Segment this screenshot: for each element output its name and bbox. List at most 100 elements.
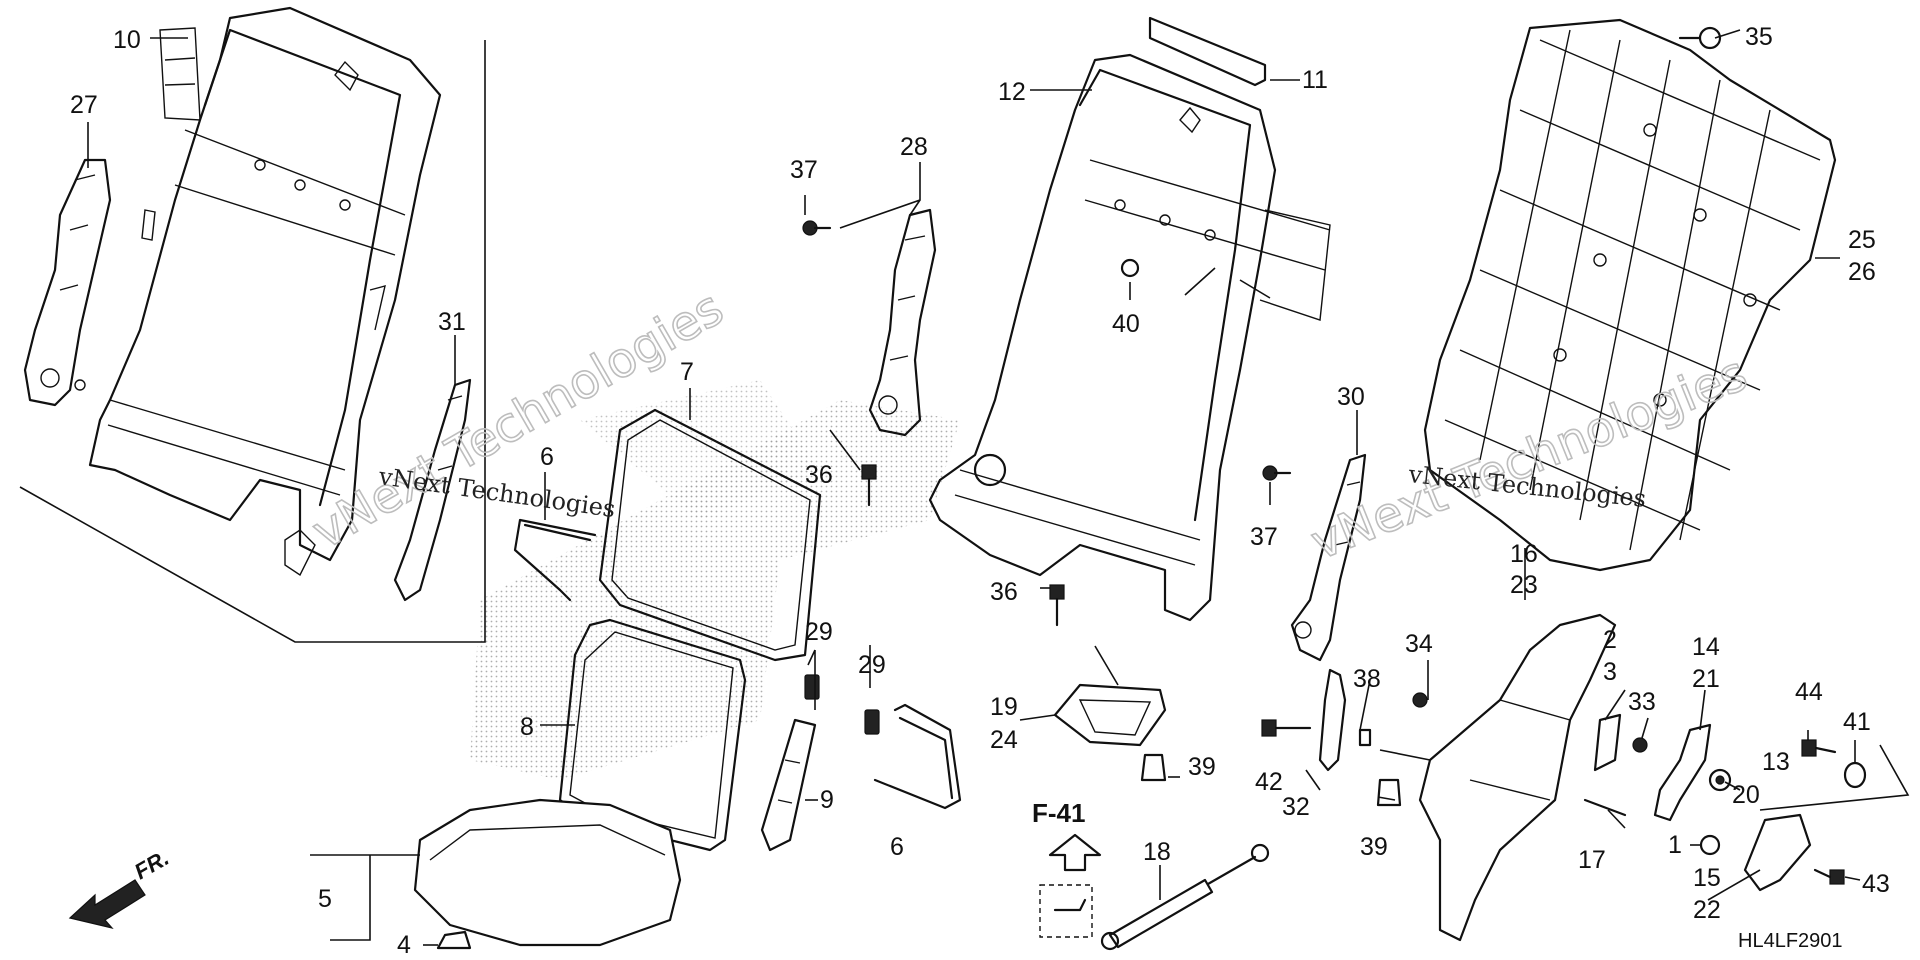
callout-34: 34: [1405, 630, 1433, 658]
part-5-seat-cushion: [413, 798, 682, 947]
part-14-21-handle: [1653, 723, 1712, 822]
callout-23: 23: [1510, 571, 1538, 599]
part-10-seatback-frame-left: [88, 6, 442, 577]
callout-16: 16: [1510, 540, 1538, 568]
callout-26: 26: [1848, 258, 1876, 286]
callout-2: 2: [1603, 626, 1617, 654]
part-17-pin: [1583, 798, 1627, 817]
callout-8: 8: [520, 713, 534, 741]
callout-37-upper: 37: [790, 156, 818, 184]
callout-6-left: 6: [540, 443, 554, 471]
part-20-washer: [1708, 768, 1732, 792]
callout-41: 41: [1843, 708, 1871, 736]
part-15-22-plate: [1743, 813, 1812, 892]
callout-24: 24: [990, 726, 1018, 754]
callout-6-right: 6: [890, 833, 904, 861]
inset-border: [19, 40, 486, 643]
callout-32: 32: [1282, 793, 1310, 821]
callout-11: 11: [1302, 66, 1328, 94]
part-37-screw-center: [802, 220, 832, 236]
part-16-23-side-cover: [1418, 613, 1617, 942]
part-36-bolt-lower: [1049, 584, 1065, 627]
callout-29-left: 29: [805, 618, 833, 646]
callout-36-upper: 36: [805, 461, 833, 489]
callout-4: 4: [397, 931, 411, 959]
callout-22: 22: [1693, 896, 1721, 924]
front-arrow: [68, 879, 146, 930]
part-1-nut: [1699, 834, 1721, 856]
part-11-top-cover: [1148, 16, 1267, 87]
part-12-seatback-frame-center: [928, 53, 1331, 622]
part-9-strap: [760, 718, 817, 852]
leader-lines: [87, 29, 1910, 946]
diagram-code: HL4LF2901: [1738, 930, 1843, 952]
callout-38: 38: [1353, 665, 1381, 693]
part-29-clips: [804, 674, 880, 735]
part-35-nut: [1678, 26, 1722, 50]
callout-14: 14: [1692, 633, 1720, 661]
callout-5: 5: [318, 885, 332, 913]
f41-reference: [1039, 833, 1102, 938]
part-25-26-back-cover: [1423, 18, 1837, 572]
callout-27: 27: [70, 91, 98, 119]
part-7-back-panel: [598, 408, 822, 662]
callout-31: 31: [438, 308, 466, 336]
callout-40: 40: [1112, 310, 1140, 338]
part-42-bolt: [1261, 719, 1312, 737]
callout-17: 17: [1578, 846, 1606, 874]
part-18-gas-strut: [1100, 843, 1270, 951]
part-2-3-knob: [1593, 713, 1622, 772]
part-27-hinge-bracket-left: [23, 158, 112, 407]
callout-18: 18: [1143, 838, 1171, 866]
callout-20: 20: [1732, 781, 1760, 809]
part-40-clip: [1120, 258, 1140, 278]
part-37-screw-right: [1262, 465, 1292, 481]
callout-29-right: 29: [858, 651, 886, 679]
callout-21: 21: [1692, 665, 1720, 693]
stipple-shading: [470, 380, 960, 780]
callout-3: 3: [1603, 658, 1617, 686]
watermark: vNext Technologies vNext Technologies vN…: [302, 279, 1755, 572]
part-39-grommet-lower: [1376, 778, 1402, 807]
part-4-clip: [436, 930, 472, 950]
part-30-hinge-bracket-right: [1290, 453, 1367, 662]
part-32-lever: [1318, 668, 1347, 772]
part-19-24-tray: [1053, 683, 1167, 747]
callout-39-upper: 39: [1188, 753, 1216, 781]
part-31-latch-left: [393, 378, 472, 602]
part-33-nut: [1632, 737, 1648, 753]
callout-30: 30: [1337, 383, 1365, 411]
callout-10: 10: [113, 26, 141, 54]
callout-42: 42: [1255, 768, 1283, 796]
callout-35: 35: [1745, 23, 1773, 51]
callout-36-lower: 36: [990, 578, 1018, 606]
watermark-text-left: vNext Technologies: [376, 462, 617, 523]
callout-37-lower: 37: [1250, 523, 1278, 551]
part-44-bolt: [1801, 739, 1837, 757]
callout-1: 1: [1668, 831, 1682, 859]
callout-39-lower: 39: [1360, 833, 1388, 861]
callout-19: 19: [990, 693, 1018, 721]
callout-12: 12: [998, 78, 1026, 106]
part-43-bolt: [1813, 868, 1845, 885]
part-41-washer: [1843, 761, 1867, 789]
reference-label: F-41: [1032, 798, 1085, 828]
callout-28: 28: [900, 133, 928, 161]
part-36-bolt-upper: [861, 464, 877, 507]
callout-labels: 1 2 3 4 5 6 6 7 8 9 10 11 12 13 14 15 16…: [70, 23, 1890, 959]
callout-25: 25: [1848, 226, 1876, 254]
part-34-screw: [1412, 692, 1428, 708]
callout-13: 13: [1762, 748, 1790, 776]
callout-9: 9: [820, 786, 834, 814]
part-39-grommet-upper: [1140, 753, 1167, 782]
callout-15: 15: [1693, 864, 1721, 892]
part-6-wire-rod-left: [513, 518, 597, 602]
callout-7: 7: [680, 358, 694, 386]
part-28-hinge-bracket-center: [868, 208, 937, 437]
part-6-wire-rod-right: [873, 703, 962, 810]
part-38-spring: [1358, 728, 1372, 747]
watermark-outline-right: vNext Technologies: [1304, 345, 1755, 571]
callout-33: 33: [1628, 688, 1656, 716]
